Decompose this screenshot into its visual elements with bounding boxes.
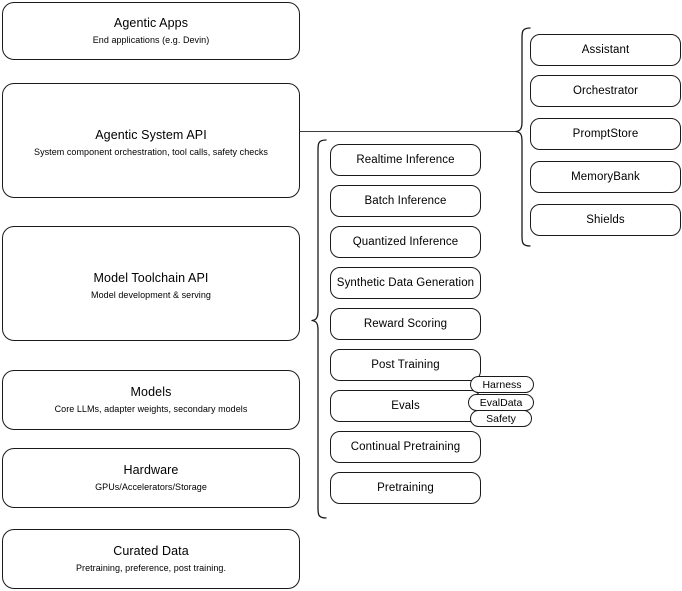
component-label: Evals xyxy=(391,400,420,412)
component-label: Synthetic Data Generation xyxy=(336,277,475,289)
layer-title: Agentic System API xyxy=(95,128,207,142)
component-label: Continual Pretraining xyxy=(350,441,461,453)
layer-subtitle: Pretraining, preference, post training. xyxy=(75,563,227,573)
component-assistant[interactable]: Assistant xyxy=(530,34,681,66)
evals-tag-safety[interactable]: Safety xyxy=(470,410,532,427)
component-label: Orchestrator xyxy=(572,85,639,97)
component-label: Reward Scoring xyxy=(363,318,448,330)
layer-agentic-apps[interactable]: Agentic Apps End applications (e.g. Devi… xyxy=(2,2,300,60)
component-post-training[interactable]: Post Training xyxy=(330,349,481,381)
component-shields[interactable]: Shields xyxy=(530,204,681,236)
component-continual-pretraining[interactable]: Continual Pretraining xyxy=(330,431,481,463)
component-label: MemoryBank xyxy=(571,171,640,183)
layer-subtitle: End applications (e.g. Devin) xyxy=(92,35,210,45)
component-label: Shields xyxy=(586,214,625,226)
component-synthetic-data-generation[interactable]: Synthetic Data Generation xyxy=(330,267,481,299)
layer-subtitle: Core LLMs, adapter weights, secondary mo… xyxy=(54,404,248,414)
component-realtime-inference[interactable]: Realtime Inference xyxy=(330,144,481,176)
component-label: PromptStore xyxy=(572,128,639,140)
layer-models[interactable]: Models Core LLMs, adapter weights, secon… xyxy=(2,370,300,430)
layer-title: Curated Data xyxy=(113,544,189,558)
evals-tag-label: Harness xyxy=(482,378,522,391)
component-label: Assistant xyxy=(581,44,630,56)
component-label: Quantized Inference xyxy=(352,236,459,248)
layer-title: Hardware xyxy=(123,463,179,477)
layer-title: Model Toolchain API xyxy=(93,271,209,285)
component-pretraining[interactable]: Pretraining xyxy=(330,472,481,504)
component-reward-scoring[interactable]: Reward Scoring xyxy=(330,308,481,340)
layer-agentic-system-api[interactable]: Agentic System API System component orch… xyxy=(2,83,300,198)
component-promptstore[interactable]: PromptStore xyxy=(530,118,681,150)
evals-tag-label: EvalData xyxy=(479,396,523,409)
component-label: Realtime Inference xyxy=(356,154,455,166)
component-evals[interactable]: Evals xyxy=(330,390,481,422)
brace-toolchain-components xyxy=(303,138,327,520)
layer-model-toolchain-api[interactable]: Model Toolchain API Model development & … xyxy=(2,226,300,341)
connector-system-api-to-components xyxy=(299,120,522,144)
component-memorybank[interactable]: MemoryBank xyxy=(530,161,681,193)
component-label: Pretraining xyxy=(377,482,434,494)
layer-subtitle: System component orchestration, tool cal… xyxy=(34,147,268,157)
component-quantized-inference[interactable]: Quantized Inference xyxy=(330,226,481,258)
evals-tag-harness[interactable]: Harness xyxy=(470,376,534,393)
layer-curated-data[interactable]: Curated Data Pretraining, preference, po… xyxy=(2,529,300,589)
evals-tag-label: Safety xyxy=(486,412,516,425)
layer-subtitle: GPUs/Accelerators/Storage xyxy=(95,482,207,492)
component-orchestrator[interactable]: Orchestrator xyxy=(530,75,681,107)
component-batch-inference[interactable]: Batch Inference xyxy=(330,185,481,217)
evals-tag-evaldata[interactable]: EvalData xyxy=(468,394,534,411)
component-label: Batch Inference xyxy=(364,195,447,207)
layer-title: Models xyxy=(130,385,172,399)
layer-title: Agentic Apps xyxy=(113,16,189,30)
layer-subtitle: Model development & serving xyxy=(91,290,211,300)
layer-hardware[interactable]: Hardware GPUs/Accelerators/Storage xyxy=(2,448,300,508)
component-label: Post Training xyxy=(371,359,440,371)
